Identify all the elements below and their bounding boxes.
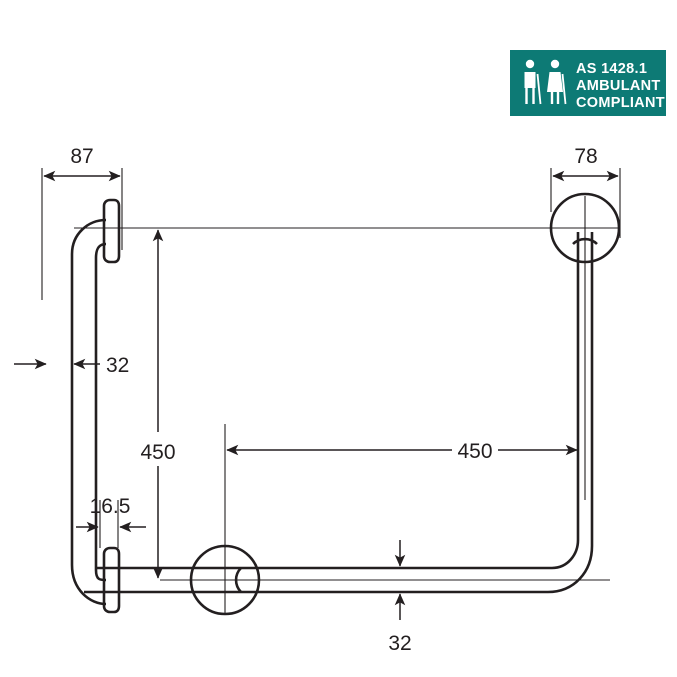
dimension-label-78: 78 (574, 145, 597, 168)
dimension-label-450-horizontal: 450 (457, 440, 492, 463)
dimension-78 (550, 168, 621, 238)
dimension-87 (41, 168, 123, 300)
dimension-16-5 (76, 500, 146, 548)
badge-line-3: COMPLIANT (576, 95, 665, 111)
badge-background (510, 50, 666, 116)
rail-bottom-tube-top-edge (116, 539, 580, 570)
badge-line-1: AS 1428.1 (576, 61, 647, 77)
centrelines (74, 196, 620, 614)
dimension-label-32-bottom: 32 (388, 632, 411, 655)
dimension-label-87: 87 (70, 145, 93, 168)
rail-bottom-tube-bottom-edge (116, 545, 594, 594)
flange-top-left-outline (102, 198, 121, 264)
badge-line-2: AMBULANT (576, 78, 661, 94)
dimension-label-16-5: 16.5 (90, 495, 131, 518)
flange-bottom-left-outline (102, 546, 121, 614)
flange-top-left-side-view (102, 198, 121, 264)
flange-bottom-left-side-view (102, 546, 121, 614)
dimension-450-horizontal (224, 424, 578, 548)
ambulant-male-with-cane-icon (524, 59, 542, 105)
dimension-label-32-left: 32 (106, 354, 129, 377)
grab-rail-body (70, 218, 594, 606)
ambulant-compliance-badge: AS 1428.1 AMBULANT COMPLIANT (510, 50, 666, 116)
dimension-label-450-vertical: 450 (140, 441, 175, 464)
rail-outer-profile (70, 218, 107, 606)
ambulant-female-with-cane-icon (547, 59, 567, 105)
rail-inner-profile-left (94, 242, 107, 570)
